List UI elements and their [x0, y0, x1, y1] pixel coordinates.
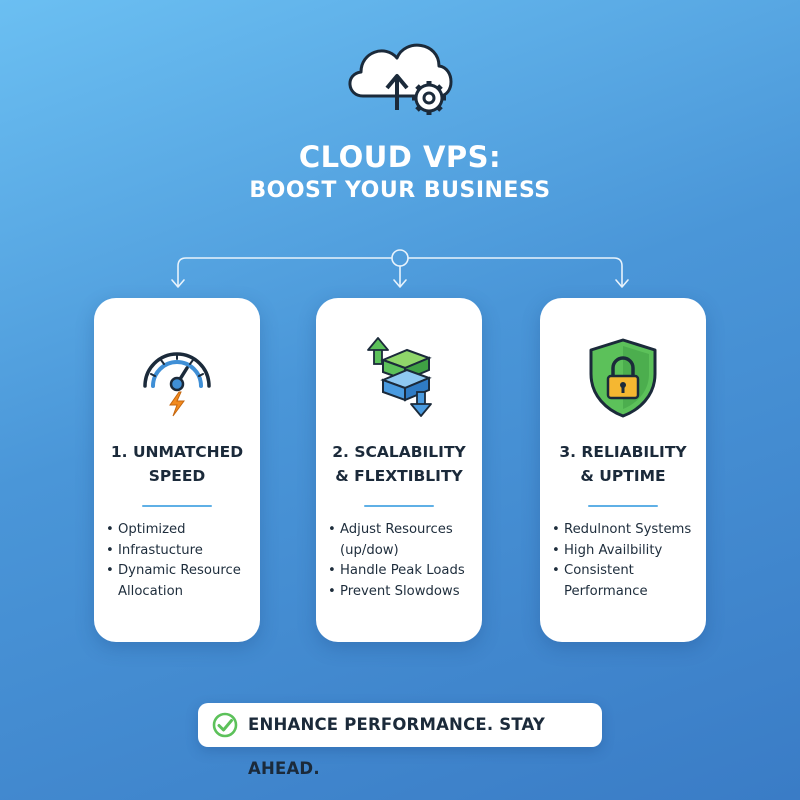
- server-stack-arrows-icon: [367, 337, 432, 417]
- check-circle-icon: [212, 712, 238, 738]
- upload-arrow-icon: [385, 74, 409, 110]
- card-bullet-list: Adjust Resources (up/dow) Handle Peak Lo…: [328, 520, 478, 602]
- up-arrow-icon: [367, 337, 389, 365]
- list-item: Consistent: [552, 561, 702, 582]
- card-bullet-list: Redulnont Systems High Availbility Consi…: [552, 520, 702, 602]
- card-divider: [364, 505, 434, 507]
- list-item: (up/dow): [340, 542, 399, 558]
- card-heading: 2. SCALABILITY & FLEXTIBLITY: [332, 443, 466, 485]
- list-item: Prevent Slowdows: [328, 582, 478, 603]
- card-heading: 1. UNMATCHED SPEED: [110, 443, 244, 485]
- list-item: Adjust Resources: [328, 520, 478, 541]
- card-heading: 3. RELIABILITY & UPTIME: [559, 443, 687, 485]
- tagline-text: ENHANCE PERFORMANCE. STAY AHEAD.: [248, 715, 546, 778]
- list-item: High Availbility: [552, 541, 702, 562]
- list-item: Redulnont Systems: [552, 520, 702, 541]
- feature-card-reliability: 3. RELIABILITY & UPTIME Redulnont System…: [540, 298, 706, 642]
- card-divider: [588, 505, 658, 507]
- gear-icon: [412, 81, 446, 115]
- feature-card-scalability: 2. SCALABILITY & FLEXTIBLITY Adjust Reso…: [316, 298, 482, 642]
- feature-card-speed: 1. UNMATCHED SPEED Optimized Infrastuctu…: [94, 298, 260, 642]
- cloud-upload-gear-icon: [348, 43, 453, 115]
- connector-lines: [171, 249, 629, 288]
- list-item: Dynamic Resource: [106, 561, 256, 582]
- connector-node: [391, 249, 409, 267]
- list-item: Infrastucture: [106, 541, 256, 562]
- list-item: Handle Peak Loads: [328, 561, 478, 582]
- tagline-banner: ENHANCE PERFORMANCE. STAY AHEAD.: [198, 703, 602, 778]
- down-arrow-icon: [410, 391, 432, 417]
- list-item: Optimized: [106, 520, 256, 541]
- shield-lock-icon: [589, 338, 657, 418]
- page-subtitle: BOOST YOUR BUSINESS: [249, 178, 551, 203]
- list-item: Performance: [564, 583, 648, 599]
- card-bullet-list: Optimized Infrastucture Dynamic Resource…: [106, 520, 256, 602]
- page-title: CLOUD VPS:: [298, 140, 502, 174]
- speedometer-lightning-icon: [143, 352, 211, 417]
- list-item: Allocation: [118, 583, 184, 599]
- card-divider: [142, 505, 212, 507]
